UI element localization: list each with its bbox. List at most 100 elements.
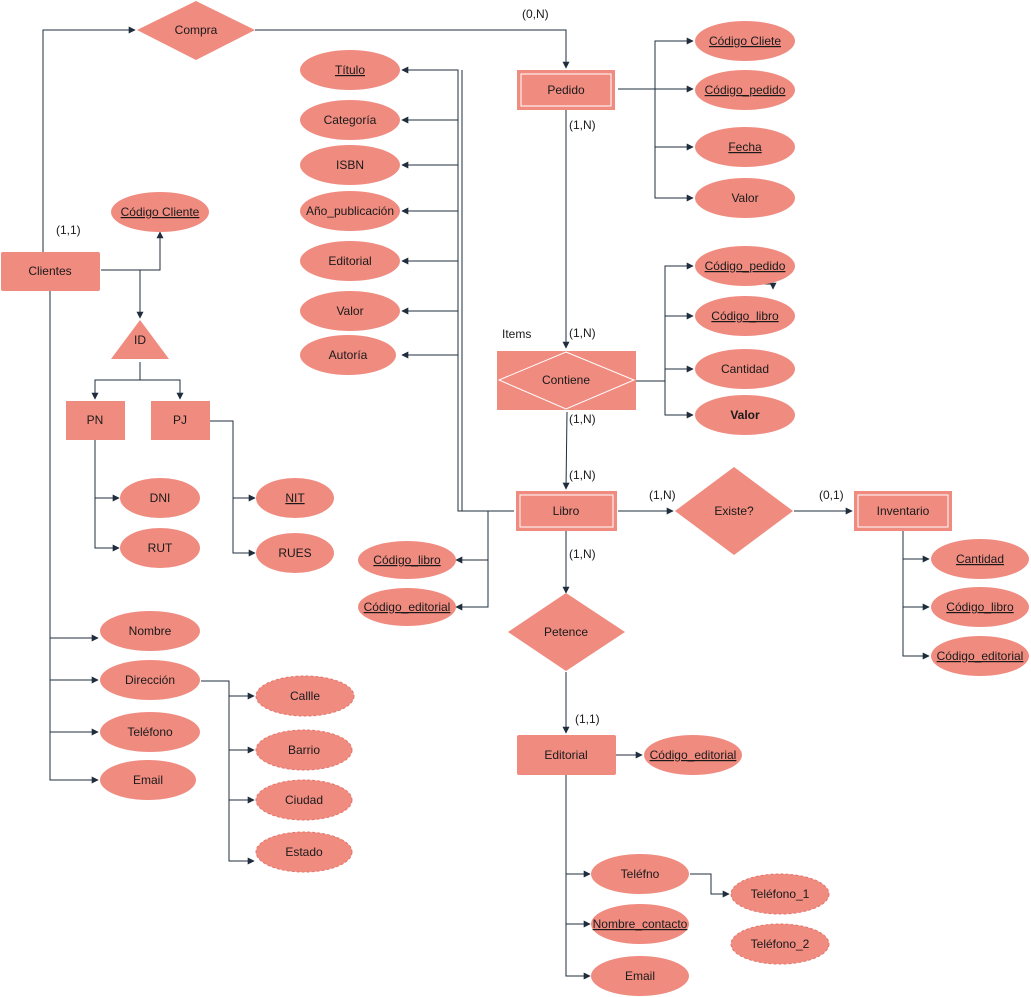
edge-pn-rut [94, 498, 120, 552]
attr-libro-anio[interactable]: Año_publicación [300, 191, 400, 231]
card-libro-petence: (1,N) [569, 547, 596, 561]
attr-pn-dni[interactable]: DNI [120, 478, 200, 518]
attr-libro-codigo-editorial[interactable]: Código_editorial [358, 588, 456, 626]
libro-valor-label: Valor [336, 304, 363, 318]
inventario-label: Inventario [877, 504, 930, 518]
edge-id-pn [91, 362, 141, 400]
pn-rut-label: RUT [148, 541, 173, 555]
attr-ed-nombre-contacto[interactable]: Nombre_contacto [591, 904, 689, 944]
id-label: ID [134, 333, 146, 347]
contiene-label: Contiene [542, 373, 590, 387]
edge-ed-nombre-contacto [565, 874, 591, 928]
libro-label: Libro [553, 504, 580, 518]
edge-compra-pedido [255, 29, 570, 69]
attr-pedido-codigo-pedido[interactable]: Código_pedido [695, 70, 795, 110]
edge-dir-barrio [228, 696, 255, 754]
edge-inv-codigo-libro [902, 559, 930, 611]
libro-autoria-label: Autoría [329, 348, 368, 362]
attr-dir-calle[interactable]: Callle [255, 675, 355, 717]
attr-pj-rues[interactable]: RUES [256, 533, 334, 573]
items-valor-label: Valor [730, 408, 760, 422]
edge-cli-email [49, 732, 99, 784]
attr-dir-barrio[interactable]: Barrio [255, 729, 353, 771]
attr-inv-cantidad[interactable]: Cantidad [931, 539, 1029, 579]
attr-items-valor[interactable]: Valor [695, 395, 795, 435]
edge-contiene-cantidad [636, 365, 694, 382]
attr-dir-estado[interactable]: Estado [255, 831, 353, 873]
edge-dir-ciudad [228, 750, 255, 804]
dir-ciudad-label: Ciudad [285, 793, 323, 807]
attr-items-codigo-libro[interactable]: Código_libro [695, 296, 795, 336]
pedido-codigo-pedido-label: Código_pedido [705, 83, 786, 97]
attr-cli-direccion[interactable]: Dirección [100, 660, 200, 700]
edge-ed-telefono [565, 775, 591, 878]
attr-cli-email[interactable]: Email [100, 760, 196, 800]
attr-inv-codigo-libro[interactable]: Código_libro [931, 587, 1029, 627]
card-libro-top: (1,N) [569, 468, 596, 482]
attr-tel-2[interactable]: Teléfono_2 [730, 923, 830, 965]
clientes-label: Clientes [28, 264, 71, 278]
attr-libro-isbn[interactable]: ISBN [300, 145, 400, 185]
petence-label: Petence [544, 625, 588, 639]
entity-pn[interactable]: PN [66, 401, 125, 440]
edge-dir-estado [228, 800, 255, 865]
attr-libro-autoria[interactable]: Autoría [300, 335, 396, 375]
card-inventario: (0,1) [819, 488, 844, 502]
attr-libro-valor[interactable]: Valor [300, 291, 400, 331]
card-libro-existe: (1,N) [649, 488, 676, 502]
libro-anio-label: Año_publicación [306, 204, 394, 218]
tel-1-label: Teléfono_1 [751, 887, 810, 901]
attr-codigo-cliente[interactable]: Código Cliente [111, 192, 209, 232]
edge-pj-nit [210, 420, 256, 502]
attr-libro-titulo[interactable]: Título [300, 50, 400, 90]
entity-inventario[interactable]: Inventario [854, 491, 952, 531]
attr-items-codigo-pedido[interactable]: Código_pedido [695, 246, 795, 286]
specialization-id[interactable]: ID [111, 320, 169, 359]
card-compra-pedido: (0,N) [522, 7, 549, 21]
edge-cli-direccion [49, 638, 99, 684]
attr-pedido-valor[interactable]: Valor [695, 178, 795, 218]
edge-clientes-compra [42, 26, 136, 253]
edge-libro-codigo-editorial [455, 560, 489, 611]
attr-pj-nit[interactable]: NIT [256, 478, 334, 518]
editorial-label: Editorial [544, 748, 587, 762]
attr-pn-rut[interactable]: RUT [120, 528, 200, 568]
attr-libro-codigo-libro[interactable]: Código_libro [358, 541, 456, 579]
attr-dir-ciudad[interactable]: Ciudad [255, 779, 353, 821]
attr-ed-telefono[interactable]: Teléfno [591, 854, 689, 894]
attr-ed-codigo-editorial[interactable]: Código_editorial [644, 735, 742, 775]
relationship-compra[interactable]: Compra [137, 1, 255, 60]
attr-tel-1[interactable]: Teléfono_1 [730, 873, 830, 915]
libro-editorial-label: Editorial [328, 254, 371, 268]
entity-pj[interactable]: PJ [151, 401, 210, 440]
card-contiene-bottom: (1,N) [569, 412, 596, 426]
entity-clientes[interactable]: Clientes [1, 252, 100, 291]
attr-inv-codigo-editorial[interactable]: Código_editorial [931, 636, 1029, 676]
relationship-petence[interactable]: Petence [508, 593, 625, 671]
ed-nombre-contacto-label: Nombre_contacto [593, 917, 688, 931]
connectors [42, 26, 930, 980]
attr-items-cantidad[interactable]: Cantidad [695, 349, 795, 389]
attr-libro-editorial[interactable]: Editorial [300, 241, 400, 281]
edge-cli-telefono [49, 680, 99, 736]
attr-pedido-codigo-cliete[interactable]: Código Cliete [695, 21, 795, 61]
edge-clientes-codigo [101, 231, 164, 271]
cli-telefono-label: Teléfono [127, 725, 173, 739]
relationship-contiene[interactable]: Contiene [497, 351, 636, 410]
attr-cli-telefono[interactable]: Teléfono [100, 712, 200, 752]
pn-dni-label: DNI [150, 491, 171, 505]
attr-libro-categoria[interactable]: Categoría [300, 100, 400, 140]
pedido-fecha-label: Fecha [728, 140, 762, 154]
attr-cli-nombre[interactable]: Nombre [100, 611, 200, 651]
attr-pedido-fecha[interactable]: Fecha [695, 127, 795, 167]
card-pedido-contiene: (1,N) [569, 118, 596, 132]
edge-inv-codigo-editorial [902, 607, 930, 660]
attr-ed-email[interactable]: Email [591, 956, 689, 996]
entity-pedido[interactable]: Pedido [517, 70, 615, 110]
relationship-existe[interactable]: Existe? [675, 467, 793, 555]
entity-editorial[interactable]: Editorial [517, 735, 616, 775]
edge-dir-calle [201, 680, 255, 700]
existe-label: Existe? [714, 504, 754, 518]
entity-libro[interactable]: Libro [516, 491, 617, 531]
dir-barrio-label: Barrio [288, 743, 320, 757]
